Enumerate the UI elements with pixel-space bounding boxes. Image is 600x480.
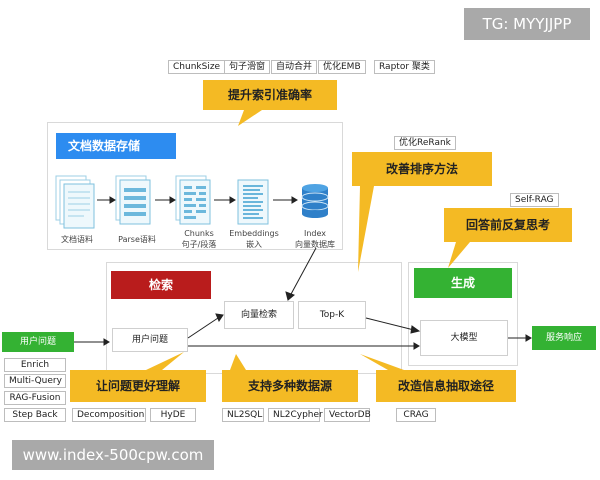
tag-raptor-cluster: Raptor 聚类 — [374, 60, 435, 74]
parse-icon — [115, 175, 151, 225]
callout-index-precision: 提升索引准确率 — [203, 80, 337, 110]
callout-understand: 让问题更好理解 — [70, 370, 206, 402]
tag-auto-merge: 自动合并 — [271, 60, 318, 74]
wedge-index-precision — [238, 110, 262, 126]
tag-hyde: HyDE — [150, 408, 196, 422]
tag-multi-query: Multi-Query — [4, 374, 66, 388]
tag-nl2sql: NL2SQL — [222, 408, 264, 422]
callout-extraction: 改造信息抽取途径 — [376, 370, 516, 402]
vector-search-node: 向量检索 — [224, 301, 294, 329]
step-chunks-label: Chunks 句子/段落 — [181, 229, 217, 249]
tag-sentence-window: 句子滑窗 — [224, 60, 271, 74]
callout-datasource: 支持多种数据源 — [222, 370, 358, 402]
generation-header: 生成 — [414, 268, 512, 298]
watermark-bottom: www.index-500cpw.com — [12, 440, 214, 470]
tag-self-rag: Self-RAG — [510, 193, 559, 207]
tag-crag: CRAG — [396, 408, 436, 422]
llm-node: 大模型 — [420, 320, 508, 356]
user-question-node: 用户问题 — [112, 328, 188, 352]
tag-decomposition: Decomposition — [72, 408, 146, 422]
tag-enrich: Enrich — [4, 358, 66, 372]
wedge-rerank — [358, 186, 374, 272]
wedge-extraction — [360, 354, 404, 370]
tag-step-back: Step Back — [4, 408, 66, 422]
embeddings-icon — [237, 179, 269, 225]
chunks-icon — [175, 175, 211, 225]
callout-rerank: 改善排序方法 — [352, 152, 492, 186]
retrieval-header: 检索 — [111, 271, 211, 299]
tag-vectordb: VectorDB — [324, 408, 371, 422]
input-user-question: 用户问题 — [2, 332, 74, 352]
topk-node: Top-K — [298, 301, 366, 329]
wedge-reflect — [448, 242, 470, 268]
tag-optimize-emb: 优化EMB — [318, 60, 366, 74]
storage-arrows — [97, 196, 298, 204]
callout-reflect: 回答前反复思考 — [444, 208, 572, 242]
tag-optimize-rerank: 优化ReRank — [394, 136, 456, 150]
tag-rag-fusion: RAG-Fusion — [4, 391, 66, 405]
tag-nl2cypher: NL2Cypher — [268, 408, 323, 422]
step-docs-label: 文档语料 — [61, 235, 93, 244]
wedge-datasource — [230, 354, 246, 370]
wedge-understand — [146, 352, 184, 370]
watermark-top: TG: MYYJJPP — [464, 8, 590, 40]
step-embeddings-label: Embeddings 嵌入 — [229, 229, 279, 249]
step-index-label: Index 向量数据库 — [295, 229, 335, 249]
storage-header: 文档数据存储 — [56, 133, 176, 159]
step-parse-label: Parse语料 — [118, 235, 156, 244]
output-service-response: 服务响应 — [532, 326, 596, 350]
document-icon — [55, 175, 95, 229]
database-icon — [301, 184, 329, 218]
